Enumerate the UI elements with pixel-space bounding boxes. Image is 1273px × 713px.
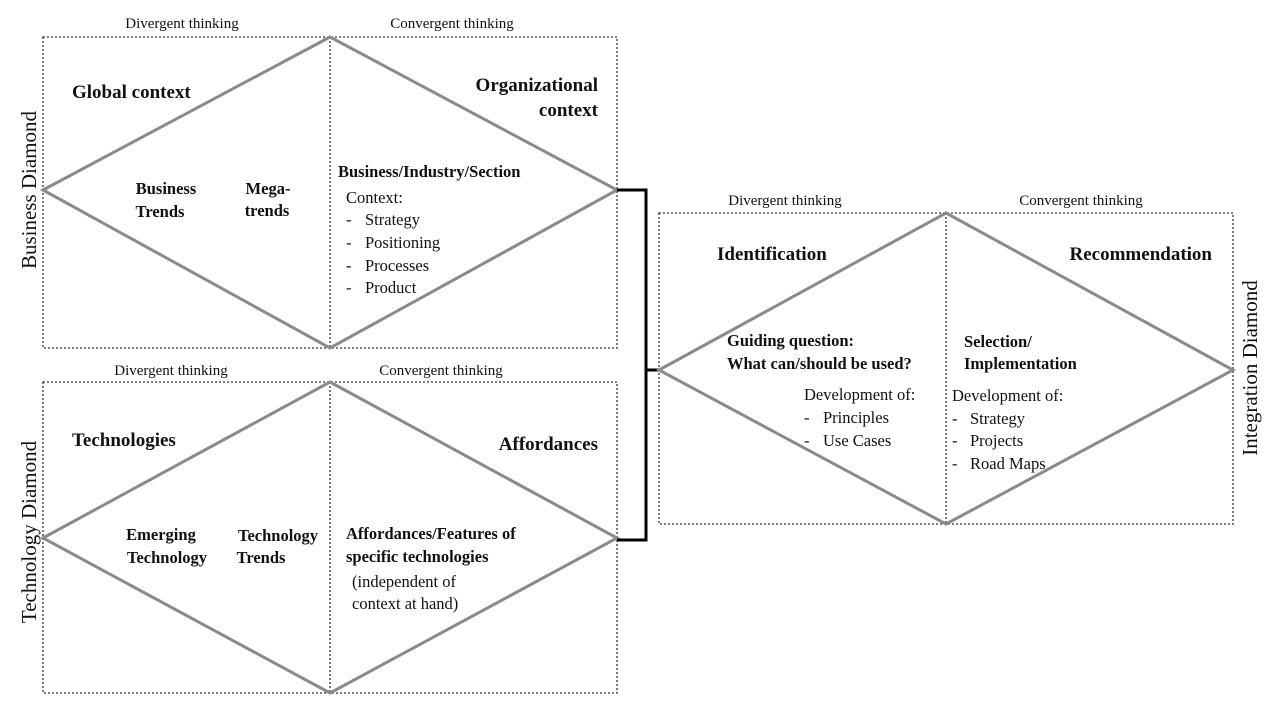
affordances-features-subheading-line2: specific technologies bbox=[346, 547, 489, 566]
development-item-use-cases: Use Cases bbox=[823, 431, 891, 450]
technology-convergent-label: Convergent thinking bbox=[379, 363, 503, 379]
business-trends-line1: Business bbox=[136, 179, 197, 198]
technologies-heading: Technologies bbox=[72, 430, 176, 451]
recommendation-development-label: Development of: bbox=[952, 386, 1063, 405]
affordances-heading: Affordances bbox=[499, 434, 598, 455]
selection-implementation-line2: Implementation bbox=[964, 354, 1077, 373]
bullet: - bbox=[952, 454, 958, 473]
context-item-processes: Processes bbox=[365, 256, 429, 275]
business-diamond-side-label: Business Diamond bbox=[17, 110, 41, 269]
organizational-context-heading-line2: context bbox=[539, 100, 599, 121]
bullet: - bbox=[804, 408, 810, 427]
development-item-strategy: Strategy bbox=[970, 409, 1026, 428]
integration-convergent-label: Convergent thinking bbox=[1019, 193, 1143, 209]
affordances-note-line2: context at hand) bbox=[352, 594, 458, 613]
connector-bracket bbox=[617, 188, 660, 542]
technology-diamond-side-label: Technology Diamond bbox=[17, 440, 41, 623]
bullet: - bbox=[804, 431, 810, 450]
context-item-strategy: Strategy bbox=[365, 210, 421, 229]
integration-diamond-shape bbox=[655, 211, 1237, 526]
development-item-principles: Principles bbox=[823, 408, 889, 427]
bullet: - bbox=[952, 431, 958, 450]
bullet: - bbox=[952, 409, 958, 428]
integration-divergent-label: Divergent thinking bbox=[728, 193, 842, 209]
context-item-product: Product bbox=[365, 278, 417, 297]
technology-trends-line1: Technology bbox=[238, 526, 319, 545]
development-item-road-maps: Road Maps bbox=[970, 454, 1046, 473]
development-item-projects: Projects bbox=[970, 431, 1023, 450]
recommendation-heading: Recommendation bbox=[1070, 244, 1213, 265]
guiding-question-line1: Guiding question: bbox=[727, 331, 854, 350]
megatrends-line1: Mega- bbox=[246, 179, 291, 198]
guiding-question-line2: What can/should be used? bbox=[727, 354, 912, 373]
integration-diamond: Divergent thinking Convergent thinking I… bbox=[655, 193, 1262, 526]
identification-heading: Identification bbox=[717, 244, 827, 265]
business-divergent-label: Divergent thinking bbox=[125, 16, 239, 32]
affordances-note-line1: (independent of bbox=[352, 572, 457, 591]
technology-divergent-label: Divergent thinking bbox=[114, 363, 228, 379]
affordances-features-subheading-line1: Affordances/Features of bbox=[346, 524, 516, 543]
business-industry-section-subheading: Business/Industry/Section bbox=[338, 162, 520, 181]
context-item-positioning: Positioning bbox=[365, 233, 440, 252]
technology-diamond-shape bbox=[39, 380, 621, 695]
global-context-heading: Global context bbox=[72, 82, 191, 103]
selection-implementation-line1: Selection/ bbox=[964, 332, 1032, 351]
identification-development-label: Development of: bbox=[804, 385, 915, 404]
technology-trends-line2: Trends bbox=[237, 548, 286, 567]
bullet: - bbox=[346, 210, 352, 229]
emerging-technology-line1: Emerging bbox=[126, 525, 196, 544]
megatrends-line2: trends bbox=[245, 201, 290, 220]
business-convergent-label: Convergent thinking bbox=[390, 16, 514, 32]
bullet: - bbox=[346, 233, 352, 252]
emerging-technology-line2: Technology bbox=[127, 548, 208, 567]
business-context-label: Context: bbox=[346, 188, 403, 207]
technology-diamond: Divergent thinking Convergent thinking T… bbox=[17, 363, 621, 695]
integration-diamond-side-label: Integration Diamond bbox=[1238, 280, 1262, 456]
organizational-context-heading-line1: Organizational bbox=[476, 75, 598, 96]
bullet: - bbox=[346, 256, 352, 275]
business-diamond: Divergent thinking Convergent thinking B… bbox=[17, 16, 621, 350]
bullet: - bbox=[346, 278, 352, 297]
business-trends-line2: Trends bbox=[136, 202, 185, 221]
